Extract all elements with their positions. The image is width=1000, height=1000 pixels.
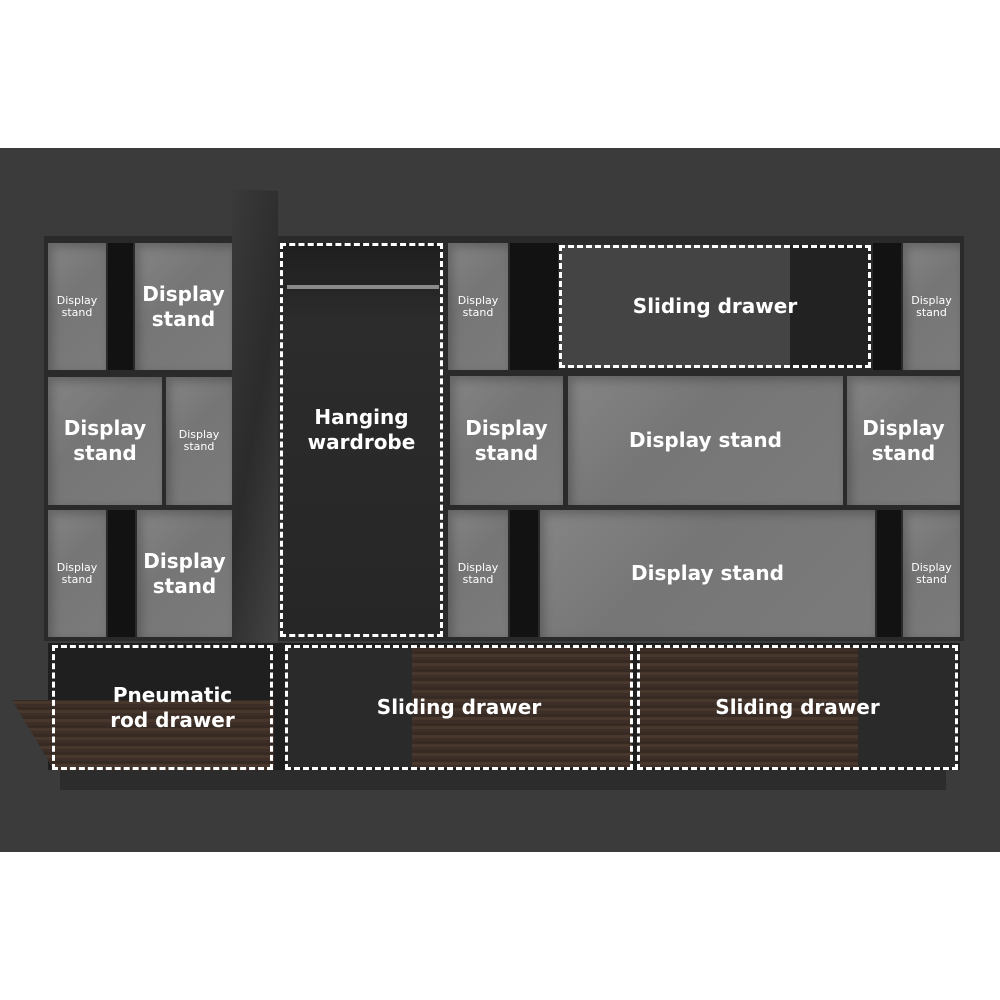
hanging-rod bbox=[287, 285, 439, 289]
display-stand-cell: Display stand bbox=[568, 376, 843, 505]
cell-label: Display stand bbox=[631, 561, 784, 585]
display-stand-cell: Display stand bbox=[450, 376, 563, 505]
drawer-front bbox=[639, 647, 858, 768]
pneumatic-drawer-front bbox=[12, 700, 274, 770]
display-stand-cell: Display stand bbox=[903, 510, 960, 637]
cell-label: Display stand bbox=[142, 281, 225, 331]
cabinet-base bbox=[60, 770, 946, 790]
cell-label: Display stand bbox=[457, 560, 499, 586]
dark-gap bbox=[108, 510, 135, 637]
display-stand-cell: Display stand bbox=[48, 377, 162, 505]
display-stand-cell: Display stand bbox=[166, 377, 232, 505]
display-stand-cell: Display stand bbox=[448, 243, 508, 370]
display-stand-cell: Display stand bbox=[540, 510, 875, 637]
cell-label: Display stand bbox=[457, 293, 499, 319]
drawer-front bbox=[412, 647, 632, 768]
zone-label: Sliding drawer bbox=[632, 294, 798, 318]
cell-label: Display stand bbox=[178, 428, 220, 453]
cell-label: Display stand bbox=[63, 416, 147, 465]
cell-label: Display stand bbox=[56, 293, 98, 319]
dark-gap bbox=[510, 243, 558, 370]
dark-gap bbox=[510, 510, 538, 637]
drawer-front bbox=[560, 245, 790, 368]
drawer-opening bbox=[790, 245, 870, 368]
sliding-drawer-zone: Sliding drawer bbox=[637, 645, 958, 770]
cell-label: Display stand bbox=[911, 560, 952, 586]
dark-gap bbox=[108, 243, 133, 370]
display-stand-cell: Display stand bbox=[48, 243, 106, 370]
open-door-panel bbox=[232, 189, 278, 656]
cell-label: Display stand bbox=[143, 548, 226, 598]
drawer-opening bbox=[858, 647, 956, 768]
cell-label: Display stand bbox=[56, 560, 98, 586]
display-stand-cell: Display stand bbox=[847, 376, 960, 505]
sliding-drawer-zone: Sliding drawer bbox=[559, 245, 871, 368]
cell-label: Display stand bbox=[862, 415, 945, 465]
drawer-opening bbox=[287, 647, 412, 768]
zone-label: Hanging wardrobe bbox=[307, 405, 416, 454]
cell-label: Display stand bbox=[911, 293, 952, 319]
display-stand-cell: Display stand bbox=[137, 510, 232, 637]
display-stand-cell: Display stand bbox=[448, 510, 508, 637]
dark-gap bbox=[877, 510, 901, 637]
sliding-drawer-zone: Sliding drawer bbox=[285, 645, 633, 770]
pneumatic-rod-drawer-zone: Pneumatic rod drawer bbox=[52, 645, 273, 770]
zone-label: Pneumatic rod drawer bbox=[110, 682, 235, 732]
dark-gap bbox=[873, 243, 901, 370]
display-stand-cell: Display stand bbox=[903, 243, 960, 370]
display-stand-cell: Display stand bbox=[135, 243, 232, 370]
hanging-wardrobe-zone: Hanging wardrobe bbox=[280, 243, 443, 637]
zone-label: Sliding drawer bbox=[715, 695, 880, 719]
zone-label: Sliding drawer bbox=[376, 695, 542, 719]
cell-label: Display stand bbox=[629, 428, 782, 452]
display-stand-cell: Display stand bbox=[48, 510, 106, 637]
wardrobe-interior bbox=[280, 243, 443, 637]
cell-label: Display stand bbox=[465, 415, 548, 465]
